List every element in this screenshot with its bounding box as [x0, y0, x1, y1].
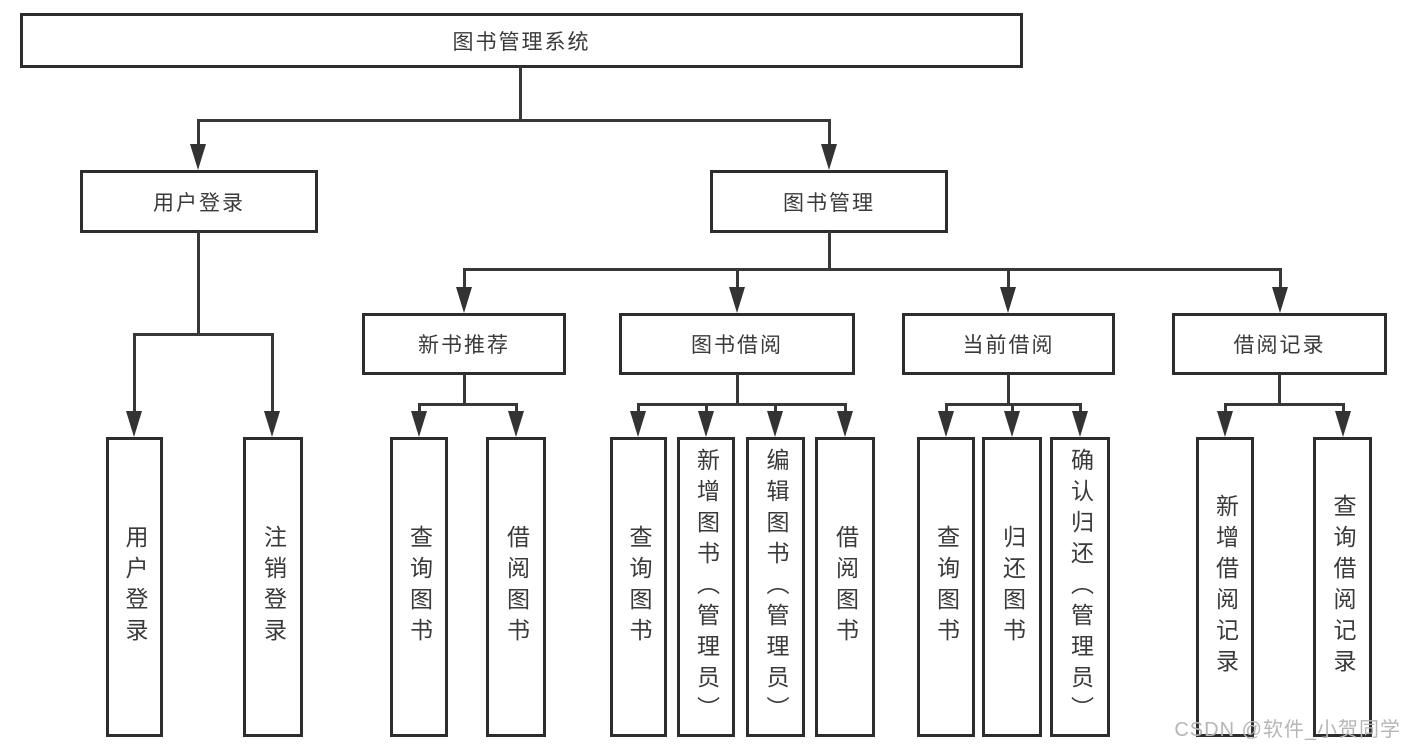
- arrow-down-icon: [821, 144, 837, 170]
- node-label: 当前借阅: [962, 334, 1055, 357]
- node-label: 查询借阅记录: [1330, 494, 1356, 680]
- node-label: 借阅记录: [1233, 334, 1326, 357]
- node-label: 归还图书: [999, 525, 1026, 649]
- connector-line: [1011, 403, 1014, 415]
- arrow-down-icon: [190, 144, 206, 170]
- node-label: 图书借阅: [691, 334, 783, 357]
- csdn-watermark: CSDN @软件_小贺同学: [1174, 719, 1401, 741]
- leaf-recommend-query-book: 查询图书: [390, 437, 448, 737]
- arrow-down-icon: [630, 411, 646, 437]
- node-label: 图书管理系统: [452, 30, 591, 54]
- leaf-borrow-edit-book-admin: 编辑图书（管理员）: [746, 437, 805, 737]
- connector-line: [1342, 403, 1345, 415]
- leaf-recommend-borrow-book: 借阅图书: [486, 437, 546, 737]
- connector-line: [1279, 268, 1282, 290]
- node-new-book-recommend: 新书推荐: [362, 313, 566, 375]
- node-label: 查询图书: [933, 525, 960, 649]
- arrow-down-icon: [729, 287, 745, 313]
- connector-line: [945, 403, 948, 415]
- connector-line: [1007, 374, 1010, 406]
- leaf-current-confirm-return-admin: 确认归还（管理员）: [1050, 437, 1110, 737]
- leaf-borrow-add-book-admin: 新增图书（管理员）: [677, 437, 735, 737]
- arrow-down-icon: [126, 411, 142, 437]
- connector-line: [197, 231, 200, 336]
- connector-line: [705, 403, 708, 415]
- connector-line: [1224, 403, 1227, 415]
- node-user-login: 用户登录: [80, 170, 318, 233]
- connector-line: [1278, 374, 1281, 406]
- leaf-record-query-borrow-record: 查询借阅记录: [1313, 437, 1372, 737]
- node-label: 新增图书（管理员）: [693, 447, 720, 727]
- connector-line: [1079, 403, 1082, 415]
- node-label: 确认归还（管理员）: [1067, 447, 1094, 727]
- node-book-borrow: 图书借阅: [619, 313, 855, 375]
- arrow-down-icon: [698, 411, 714, 437]
- connector-line: [418, 403, 518, 406]
- node-book-management: 图书管理: [710, 170, 948, 233]
- connector-line: [133, 333, 136, 415]
- node-label: 图书管理: [783, 191, 875, 215]
- node-label: 注销登录: [260, 525, 287, 649]
- connector-line: [197, 119, 831, 122]
- node-borrow-record: 借阅记录: [1172, 313, 1387, 375]
- connector-line: [774, 403, 777, 415]
- node-label: 借阅图书: [503, 525, 530, 649]
- arrow-down-icon: [1272, 287, 1288, 313]
- connector-line: [133, 333, 274, 336]
- connector-line: [1224, 403, 1344, 406]
- connector-line: [844, 403, 847, 415]
- connector-line: [828, 119, 831, 149]
- connector-line: [197, 119, 200, 149]
- arrow-down-icon: [411, 411, 427, 437]
- node-label: 新书推荐: [418, 334, 510, 357]
- leaf-borrow-borrow-book: 借阅图书: [815, 437, 875, 737]
- connector-line: [418, 403, 421, 415]
- connector-line: [736, 374, 739, 406]
- node-label: 借阅图书: [832, 525, 859, 649]
- arrow-down-icon: [264, 411, 280, 437]
- node-label: 查询图书: [406, 525, 433, 649]
- leaf-record-add-borrow-record: 新增借阅记录: [1196, 437, 1254, 737]
- connector-line: [828, 231, 831, 271]
- arrow-down-icon: [938, 411, 954, 437]
- connector-line: [463, 268, 466, 290]
- leaf-logout: 注销登录: [243, 437, 303, 737]
- node-label: 编辑图书（管理员）: [763, 447, 789, 727]
- arrow-down-icon: [1000, 287, 1016, 313]
- arrow-down-icon: [1335, 411, 1351, 437]
- connector-line: [271, 333, 274, 415]
- node-current-borrow: 当前借阅: [902, 313, 1115, 375]
- connector-line: [637, 403, 640, 415]
- arrow-down-icon: [456, 287, 472, 313]
- arrow-down-icon: [767, 411, 783, 437]
- connector-line: [637, 403, 846, 406]
- connector-line: [1007, 268, 1010, 290]
- leaf-borrow-query-book: 查询图书: [610, 437, 667, 737]
- node-root-library-system: 图书管理系统: [20, 13, 1023, 68]
- node-label: 查询图书: [626, 525, 652, 649]
- leaf-current-query-book: 查询图书: [917, 437, 975, 737]
- node-label: 用户登录: [153, 191, 245, 215]
- arrow-down-icon: [1004, 411, 1020, 437]
- leaf-current-return-book: 归还图书: [982, 437, 1042, 737]
- leaf-user-login: 用户登录: [106, 437, 163, 737]
- arrow-down-icon: [508, 411, 524, 437]
- arrow-down-icon: [1072, 411, 1088, 437]
- connector-line: [463, 374, 466, 406]
- node-label: 用户登录: [122, 525, 148, 649]
- connector-line: [463, 268, 1282, 271]
- arrow-down-icon: [1217, 411, 1233, 437]
- connector-line: [519, 67, 522, 121]
- connector-line: [515, 403, 518, 415]
- arrow-down-icon: [837, 411, 853, 437]
- connector-line: [736, 268, 739, 290]
- node-label: 新增借阅记录: [1212, 494, 1239, 680]
